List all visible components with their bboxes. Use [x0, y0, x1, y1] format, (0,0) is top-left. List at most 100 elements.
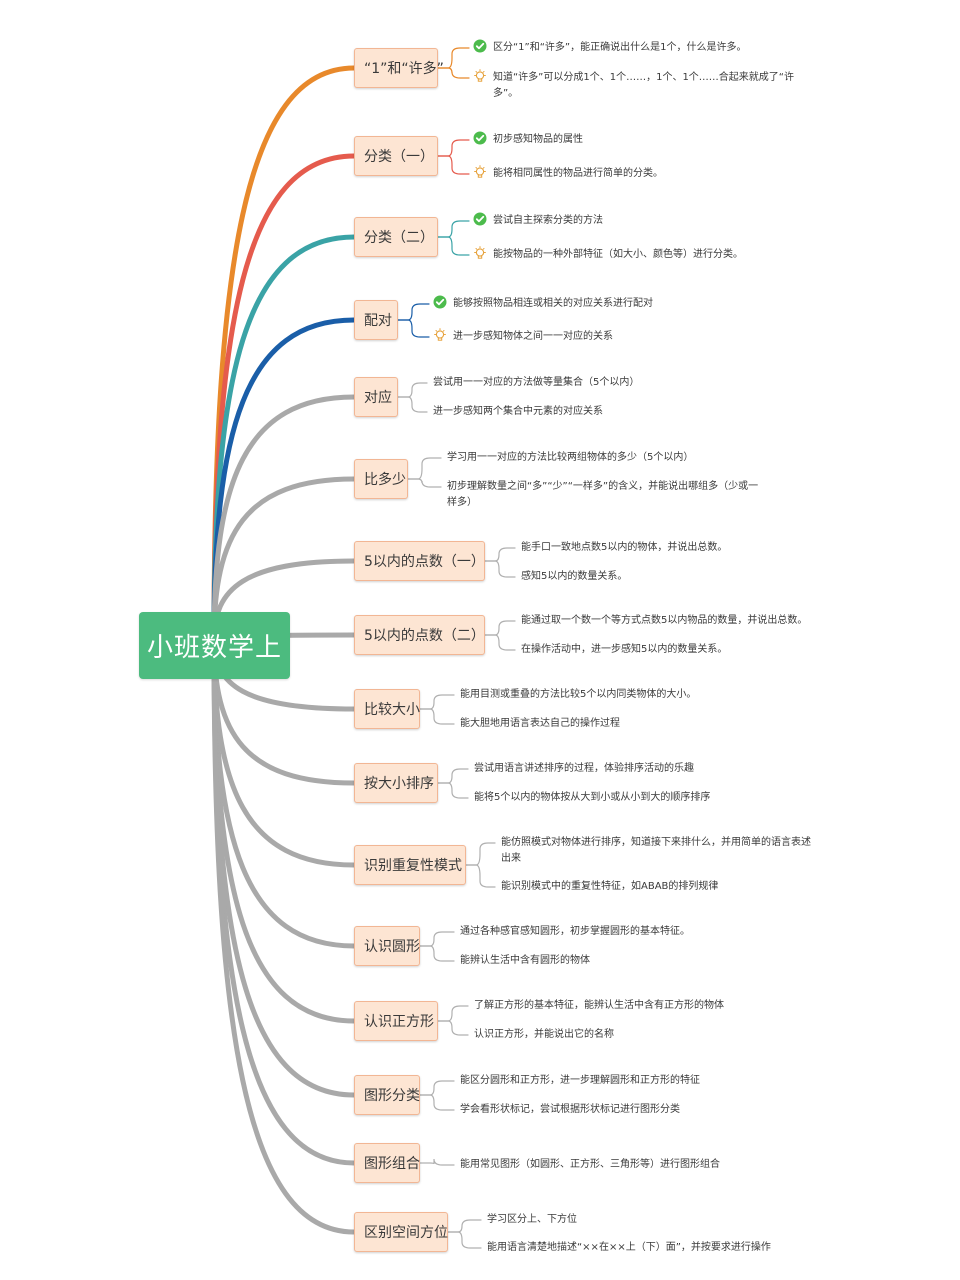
topic-label: “1”和“许多” [364, 61, 444, 77]
leaf-connector [419, 1094, 455, 1111]
topic-node[interactable]: 图形分类 [354, 1075, 420, 1115]
topic-label: 分类（一） [364, 149, 434, 165]
topic-node[interactable]: 配对 [354, 300, 398, 340]
leaf-text: 能用语言清楚地描述“××在××上（下）面”，并按要求进行操作 [487, 1242, 771, 1253]
leaf-text: 初步感知物品的属性 [493, 134, 583, 145]
leaf-text: 能识别模式中的重复性特征，如ABAB的排列规律 [501, 881, 719, 892]
leaf-item: 能将相同属性的物品进行简单的分类。 [474, 165, 793, 182]
leaf-text: 学习用一一对应的方法比较两组物体的多少（5个以内） [447, 452, 694, 463]
leaf-item: 知道“许多”可以分成1个、1个……，1个、1个……合起来就成了“许多”。 [474, 69, 803, 102]
leaf-text: 能大胆地用语言表达自己的操作过程 [460, 718, 620, 729]
leaf-item: 通过各种感官感知圆形，初步掌握圆形的基本特征。 [460, 924, 760, 940]
leaf-text: 能区分圆形和正方形，进一步理解圆形和正方形的特征 [460, 1075, 700, 1086]
topic-node[interactable]: 按大小排序 [354, 763, 438, 803]
topic-label: 图形分类 [364, 1088, 420, 1104]
leaf-item: 能识别模式中的重复性特征，如ABAB的排列规律 [501, 879, 813, 895]
leaf-connector [437, 1005, 469, 1022]
leaf-item: 感知5以内的数量关系。 [521, 569, 821, 585]
leaf-connector [447, 1231, 482, 1249]
leaf-connector [465, 864, 496, 888]
leaf-item: 认识正方形，并能说出它的名称 [474, 1027, 774, 1043]
leaf-text: 能手口一致地点数5以内的物体，并说出总数。 [521, 542, 728, 553]
leaf-text: 学会看形状标记，尝试根据形状标记进行图形分类 [460, 1104, 680, 1115]
leaf-text: 在操作活动中，进一步感知5以内的数量关系。 [521, 644, 728, 655]
topic-node[interactable]: 分类（一） [354, 136, 438, 176]
leaf-text: 能仿照模式对物体进行排序，知道接下来排什么，并用简单的语言表述出来 [501, 837, 811, 864]
topic-node[interactable]: 区别空间方位 [354, 1212, 448, 1252]
topic-label: 5以内的点数（二） [364, 628, 485, 644]
leaf-item: 能通过取一个数一个等方式点数5以内物品的数量，并说出总数。 [521, 613, 821, 629]
leaf-item: 进一步感知两个集合中元素的对应关系 [433, 404, 733, 420]
leaf-item: 尝试自主探索分类的方法 [473, 212, 793, 229]
leaf-item: 能仿照模式对物体进行排序，知道接下来排什么，并用简单的语言表述出来 [501, 835, 813, 867]
leaf-item: 尝试用一一对应的方法做等量集合（5个以内） [433, 375, 733, 391]
branch-line [211, 637, 357, 1024]
leaf-connector [419, 945, 455, 962]
lightbulb-icon [434, 328, 446, 341]
topic-label: 识别重复性模式 [364, 858, 462, 874]
topic-label: 比多少 [364, 472, 406, 488]
leaf-text: 初步理解数量之间“多”“少”“一样多”的含义，并能说出哪组多（少或一样多） [447, 481, 759, 508]
leaf-text: 知道“许多”可以分成1个、1个……，1个、1个……合起来就成了“许多”。 [493, 72, 794, 99]
leaf-item: 能用语言清楚地描述“××在××上（下）面”，并按要求进行操作 [487, 1240, 787, 1256]
leaf-connector [437, 47, 470, 69]
topic-node[interactable]: “1”和“许多” [354, 48, 444, 88]
leaf-text: 区分“1”和“许多”，能正确说出什么是1个，什么是许多。 [493, 42, 747, 53]
leaf-connector [419, 1080, 455, 1096]
leaf-text: 能将相同属性的物品进行简单的分类。 [493, 168, 663, 179]
leaf-text: 能够按照物品相连或相关的对应关系进行配对 [453, 298, 653, 309]
topic-node[interactable]: 认识圆形 [354, 926, 420, 966]
topic-label: 5以内的点数（一） [364, 554, 485, 570]
leaf-text: 能通过取一个数一个等方式点数5以内物品的数量，并说出总数。 [521, 615, 808, 626]
leaf-text: 进一步感知两个集合中元素的对应关系 [433, 406, 603, 417]
topic-node[interactable]: 分类（二） [354, 217, 438, 257]
leaf-item: 能按物品的一种外部特征（如大小、颜色等）进行分类。 [474, 246, 793, 263]
root-node[interactable]: 小班数学上 [139, 612, 290, 679]
topic-node[interactable]: 比较大小 [354, 689, 420, 729]
leaf-connector [437, 1020, 469, 1036]
leaf-connector [419, 931, 455, 947]
topic-label: 配对 [364, 313, 392, 329]
lightbulb-icon [474, 69, 486, 82]
leaf-connector [437, 155, 470, 175]
leaf-connector [437, 67, 470, 79]
leaf-connector [447, 1219, 482, 1233]
topic-node[interactable]: 5以内的点数（二） [354, 615, 485, 655]
topic-label: 按大小排序 [364, 776, 434, 792]
leaf-text: 能辨认生活中含有圆形的物体 [460, 955, 590, 966]
leaf-connector [484, 560, 516, 578]
leaf-text: 能用目测或重叠的方法比较5个以内同类物体的大小。 [460, 689, 697, 700]
leaf-item: 区分“1”和“许多”，能正确说出什么是1个，什么是许多。 [473, 39, 803, 56]
leaf-connector [407, 457, 442, 480]
lightbulb-icon [474, 165, 486, 178]
leaf-connector [484, 547, 516, 562]
leaf-item: 初步理解数量之间“多”“少”“一样多”的含义，并能说出哪组多（少或一样多） [447, 479, 767, 511]
topic-node[interactable]: 对应 [354, 377, 398, 417]
leaf-text: 尝试用语言讲述排序的过程，体验排序活动的乐趣 [474, 763, 694, 774]
leaf-text: 学习区分上、下方位 [487, 1214, 577, 1225]
leaf-text: 能用常见图形（如圆形、正方形、三角形等）进行图形组合 [460, 1159, 720, 1170]
leaf-item: 学会看形状标记，尝试根据形状标记进行图形分类 [460, 1102, 760, 1118]
lightbulb-icon [474, 246, 486, 259]
leaf-connector [484, 620, 516, 636]
leaf-connector [397, 303, 430, 321]
check-icon [473, 39, 487, 53]
branch-line [211, 65, 357, 643]
topic-node[interactable]: 识别重复性模式 [354, 845, 466, 885]
leaf-connector [437, 139, 470, 157]
leaf-connectors [397, 47, 516, 1249]
leaf-connector [407, 478, 442, 488]
leaf-text: 通过各种感官感知圆形，初步掌握圆形的基本特征。 [460, 926, 690, 937]
leaf-item: 能用常见图形（如圆形、正方形、三角形等）进行图形组合 [460, 1157, 760, 1173]
topic-node[interactable]: 5以内的点数（一） [354, 541, 485, 581]
leaf-connector [484, 634, 516, 651]
topic-node[interactable]: 比多少 [354, 459, 408, 499]
leaf-text: 进一步感知物体之间一一对应的关系 [453, 331, 613, 342]
branch-line [211, 234, 357, 643]
leaf-item: 能手口一致地点数5以内的物体，并说出总数。 [521, 540, 821, 556]
leaf-connector [437, 768, 469, 784]
topic-node[interactable]: 图形组合 [354, 1143, 420, 1183]
branch-line [211, 476, 357, 643]
topic-node[interactable]: 认识正方形 [354, 1001, 438, 1041]
